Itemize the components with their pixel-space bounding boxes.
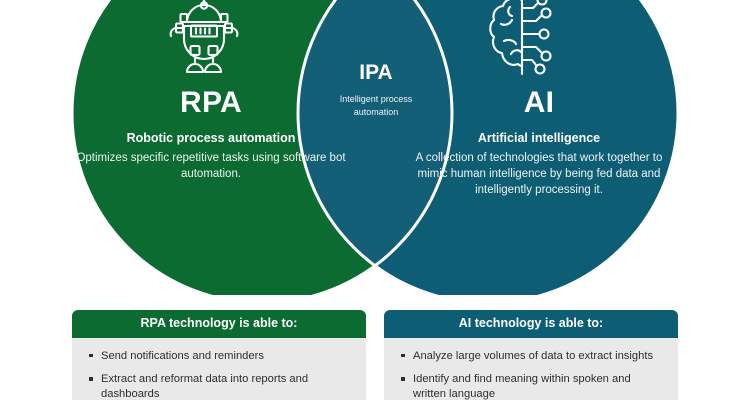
venn-circles bbox=[70, 0, 680, 295]
rpa-circle-outline bbox=[70, 0, 454, 295]
ipa-overlap-lens bbox=[298, 0, 452, 295]
rpa-capability-list: Send notifications and reminders Extract… bbox=[88, 349, 352, 400]
venn-diagram: RPA Robotic process automation Optimizes… bbox=[70, 0, 680, 295]
rpa-panel-body: Send notifications and reminders Extract… bbox=[72, 337, 366, 400]
list-item: Send notifications and reminders bbox=[88, 349, 352, 364]
ai-panel-header: AI technology is able to: bbox=[384, 310, 678, 338]
list-item: Identify and find meaning within spoken … bbox=[400, 372, 664, 400]
list-item: Analyze large volumes of data to extract… bbox=[400, 349, 664, 364]
capability-panels: RPA technology is able to: Send notifica… bbox=[0, 310, 750, 400]
list-item: Extract and reformat data into reports a… bbox=[88, 372, 352, 400]
ai-capability-list: Analyze large volumes of data to extract… bbox=[400, 349, 664, 400]
rpa-capability-panel: RPA technology is able to: Send notifica… bbox=[72, 310, 366, 400]
rpa-panel-header: RPA technology is able to: bbox=[72, 310, 366, 338]
ai-circle-outline bbox=[296, 0, 680, 295]
ai-panel-body: Analyze large volumes of data to extract… bbox=[384, 337, 678, 400]
ai-capability-panel: AI technology is able to: Analyze large … bbox=[384, 310, 678, 400]
